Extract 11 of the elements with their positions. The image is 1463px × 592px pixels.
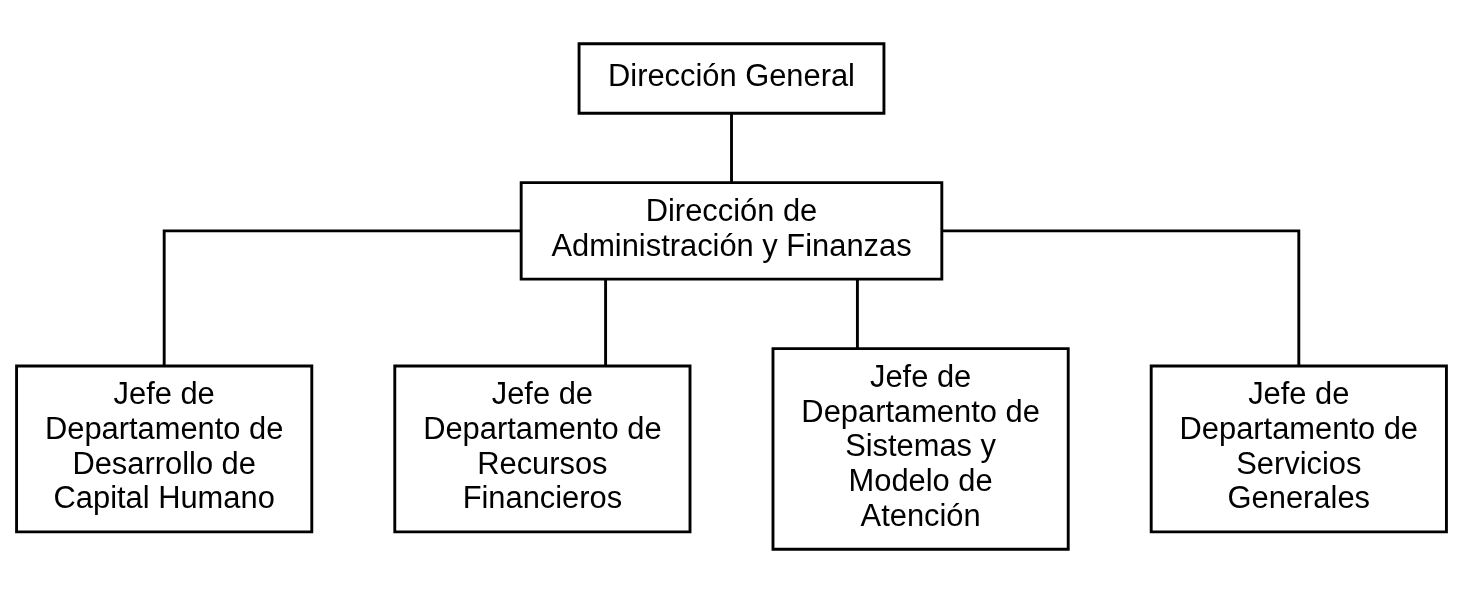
node-box: Jefe de Departamento de Desarrollo de Capital Humano [15, 364, 314, 533]
connector [855, 278, 859, 348]
connector [941, 228, 1301, 366]
connector [604, 278, 608, 366]
node-box: Dirección General [577, 41, 886, 115]
node-box: Jefe de Departamento de Recursos Financieros [393, 364, 692, 533]
connector [730, 113, 733, 182]
node-box: Jefe de Departamento de Sistemas y Modelo de Atención [771, 346, 1070, 551]
node-box: Jefe de Departamento de Servicios Generales [1149, 364, 1448, 533]
node-box: Dirección de Administración y Finanzas [519, 180, 944, 281]
connector [162, 228, 522, 366]
